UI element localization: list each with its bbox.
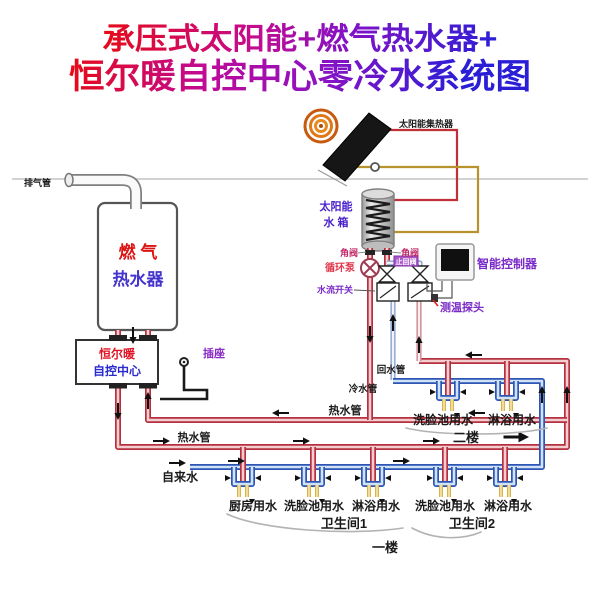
title-line-2: 恒尔暖自控中心零冷水系统图 — [69, 58, 531, 96]
control-center-box — [75, 339, 159, 385]
bathroom1-bracket — [226, 513, 404, 533]
bathroom2-bracket — [411, 527, 482, 539]
control-center-port-cap-tr — [139, 335, 157, 341]
floor2-bracket — [405, 427, 548, 435]
smart-controller — [426, 243, 475, 299]
fixture-basin-floor2 — [430, 361, 466, 418]
solar-tank-top — [361, 188, 395, 200]
hot-return-label: 热水管 — [329, 403, 362, 417]
cold-pipe-label: 冷水管 — [349, 383, 378, 395]
temp-probe-pointer — [432, 299, 439, 307]
floor1-fixture-label-4: 洗脸池用水 — [415, 498, 476, 513]
smart-controller-screen — [441, 249, 469, 271]
tank-label-1: 太阳能 — [319, 199, 353, 213]
floor2-fixture-label-1: 洗脸池用水 — [413, 412, 474, 427]
solar-collector-panel — [322, 112, 392, 182]
floor2-label: 二楼 — [453, 430, 479, 445]
motorized-valve-1 — [376, 265, 400, 302]
tank-coil — [365, 198, 391, 242]
bathroom1-label: 卫生间1 — [321, 516, 367, 531]
gas-heater-box — [96, 201, 179, 332]
collector-return-pipe — [337, 165, 480, 234]
title-line-1: 承压式太阳能+燃气热水器+ — [103, 23, 498, 56]
fixture-shower-bath1 — [355, 447, 391, 504]
gas-heater-label-2: 热水器 — [113, 269, 165, 289]
control-center-port-cap-br — [139, 383, 157, 389]
socket-label: 插座 — [203, 346, 225, 360]
fixture-shower-bath2 — [487, 447, 523, 504]
exhaust-pipe-inner — [70, 175, 141, 209]
fixture-basin-bath2 — [427, 447, 463, 504]
gas-heater-label-1: 燃 气 — [119, 242, 158, 262]
mains-water-label: 自来水 — [162, 469, 199, 484]
angle-valve-right — [382, 250, 392, 255]
control-center-port-cap-bl — [109, 383, 127, 389]
collector-pipe-fitting — [370, 162, 380, 172]
flow-switch-label: 水流开关 — [317, 284, 353, 295]
floor1-fixture-label-2: 洗脸池用水 — [284, 498, 345, 513]
hot-supply-label: 热水管 — [178, 430, 211, 444]
collector-label: 太阳能集热器 — [398, 118, 454, 129]
fixture-shower-floor2 — [489, 361, 525, 418]
collector-stand-line — [317, 169, 348, 187]
floor1-fixture-label-1: 厨房用水 — [229, 498, 278, 513]
temp-probe-label: 测温探头 — [440, 300, 484, 314]
control-center-label-2: 自控中心 — [93, 363, 141, 378]
check-valve-tag — [393, 255, 419, 267]
smart-controller-label: 智能控制器 — [476, 256, 538, 271]
motorized-valve-2 — [407, 265, 433, 302]
angle-valve-right-label: 角阀 — [401, 247, 419, 258]
flow-switch-leader — [353, 289, 376, 292]
collector-hot-pipe — [383, 128, 459, 202]
control-center-label-1: 恒尔暖 — [99, 346, 136, 361]
bathroom2-label: 卫生间2 — [449, 516, 495, 531]
sun-icon — [303, 108, 339, 144]
exhaust-pipe-opening — [64, 172, 74, 188]
return-riser-label: 回水管 — [377, 364, 406, 376]
floor1-fixture-label-5: 淋浴用水 — [484, 498, 533, 513]
floor2-fixture-label-2: 淋浴用水 — [488, 412, 537, 427]
fixture-basin-bath1 — [295, 447, 331, 504]
pump-label: 循环泵 — [325, 261, 356, 274]
pump-blades — [363, 261, 377, 275]
exhaust-label: 排气管 — [24, 177, 51, 188]
power-plug-icon — [160, 357, 209, 401]
angle-valve-left — [365, 250, 375, 255]
fixture-kitchen — [225, 447, 261, 504]
floor1-fixture-label-3: 淋浴用水 — [352, 498, 401, 513]
check-valve-tag-label: 止回阀 — [396, 257, 417, 266]
temp-probe-fitting — [431, 294, 438, 302]
floor1-label: 一楼 — [372, 540, 398, 555]
tank-label-2: 水 箱 — [323, 215, 348, 229]
control-center-port-cap-tl — [109, 335, 127, 341]
angle-valve-left-label: 角阀 — [340, 247, 358, 258]
